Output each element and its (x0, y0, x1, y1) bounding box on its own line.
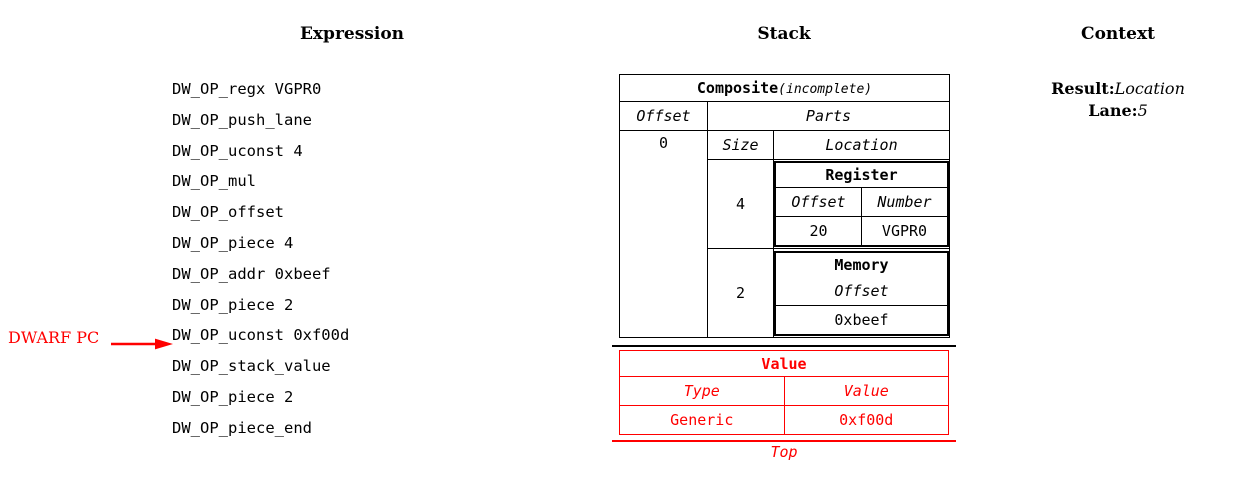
part-size-value: 4 (707, 159, 774, 249)
context-lane-row: Lane:5 (1018, 100, 1218, 122)
stack-column-title: Stack (757, 24, 811, 44)
expression-line: DW_OP_uconst 0xf00d (172, 326, 350, 345)
context-result-row: Result:Location (1018, 78, 1218, 100)
memory-header-row: Offset (775, 276, 948, 306)
register-title-row: Register (775, 162, 948, 188)
value-value-row: Generic 0xf00d (619, 405, 949, 435)
composite-title: Composite (696, 79, 779, 97)
expression-line: DW_OP_piece 4 (172, 233, 294, 252)
context-result-value: Location (1114, 79, 1185, 98)
value-title-row: Value (619, 350, 949, 377)
register-header-row: Offset Number (775, 187, 948, 217)
register-offset-header: Offset (775, 187, 862, 217)
expression-column-title: Expression (299, 24, 405, 44)
register-number-value: VGPR0 (881, 222, 928, 240)
context-lane-key: Lane: (1088, 101, 1138, 120)
composite-subheader-row: 0 Size Location (619, 130, 950, 338)
context-result-key: Result: (1051, 79, 1115, 98)
value-header-row: Type Value (619, 376, 949, 406)
memory-offset-value: 0xbeef (834, 310, 889, 329)
composite-part-row: 4 Register Offset Number (620, 159, 950, 249)
expression-line: DW_OP_addr 0xbeef (172, 264, 331, 283)
value-type-header: Type (619, 376, 785, 406)
memory-value-row: 0xbeef (776, 305, 948, 334)
expression-line: DW_OP_uconst 4 (172, 141, 303, 160)
register-number-header: Number (861, 187, 948, 217)
value-value-value: 0xf00d (839, 411, 894, 429)
dwarf-pc-label: DWARF PC (8, 328, 100, 347)
expression-line-current: DW_OP_stack_value (172, 357, 331, 376)
value-value-header: Value (784, 376, 949, 406)
expression-line: DW_OP_regx VGPR0 (172, 80, 322, 98)
expression-line: DW_OP_piece_end (172, 418, 312, 437)
value-title: Value (619, 350, 949, 377)
memory-location-shell: Memory Offset 0xbeef (774, 250, 949, 336)
dwarf-pc-marker: DWARF PC (8, 327, 178, 353)
context-list: Result:Location Lane:5 (1018, 78, 1218, 122)
composite-parts-header: Parts (707, 101, 950, 131)
composite-title-cell: Composite(incomplete) (619, 74, 950, 102)
context-column-title: Context (1081, 24, 1155, 44)
expression-line: DW_OP_push_lane (172, 110, 312, 129)
composite-offset-header: Offset (619, 101, 708, 131)
memory-offset-header: Offset (775, 276, 948, 306)
composite-size-header: Size (707, 130, 774, 160)
expression-line: DW_OP_piece 2 (172, 295, 294, 314)
register-table: Register Offset Number 20 VGPR0 (775, 162, 948, 246)
value-type-value: Generic (619, 405, 785, 435)
expression-line: DW_OP_mul (172, 172, 256, 191)
value-table: Value Type Value Generic 0xf00d (619, 350, 949, 435)
memory-title: Memory (834, 255, 889, 274)
stack-value-entry: Value Type Value Generic 0xf00d (619, 350, 949, 435)
stack-top-rule (612, 440, 956, 442)
composite-part-row: 2 Memory Offset (620, 248, 950, 338)
register-location-shell: Register Offset Number 20 VGPR0 (774, 161, 949, 247)
composite-header-row: Offset Parts (619, 101, 950, 131)
part-location-cell: Register Offset Number 20 VGPR0 (773, 159, 950, 249)
composite-location-header: Location (773, 130, 950, 160)
memory-table: Memory Offset 0xbeef (775, 251, 948, 335)
expression-line: DW_OP_piece 2 (172, 387, 294, 406)
composite-title-row: Composite(incomplete) (619, 74, 950, 102)
register-offset-value: 20 (775, 216, 862, 246)
composite-table: Composite(incomplete) Offset Parts 0 Siz… (619, 74, 950, 338)
stack-top-label: Top (770, 443, 798, 461)
part-size-value: 2 (707, 248, 774, 338)
composite-title-suffix: (incomplete) (778, 82, 873, 97)
dwarf-pc-arrow-icon (111, 338, 173, 350)
part-location-cell: Memory Offset 0xbeef (774, 249, 950, 338)
expression-line: DW_OP_offset (172, 203, 284, 222)
context-lane-value: 5 (1137, 101, 1148, 120)
register-title: Register (775, 162, 948, 188)
expression-list: DW_OP_regx VGPR0 DW_OP_push_lane DW_OP_u… (172, 74, 432, 444)
composite-offset-value: 0 (619, 130, 708, 338)
stack-entry-separator (612, 345, 956, 347)
stack-composite-entry: Composite(incomplete) Offset Parts 0 Siz… (619, 74, 950, 338)
memory-title-row: Memory (776, 252, 948, 277)
register-value-row: 20 VGPR0 (775, 216, 948, 246)
